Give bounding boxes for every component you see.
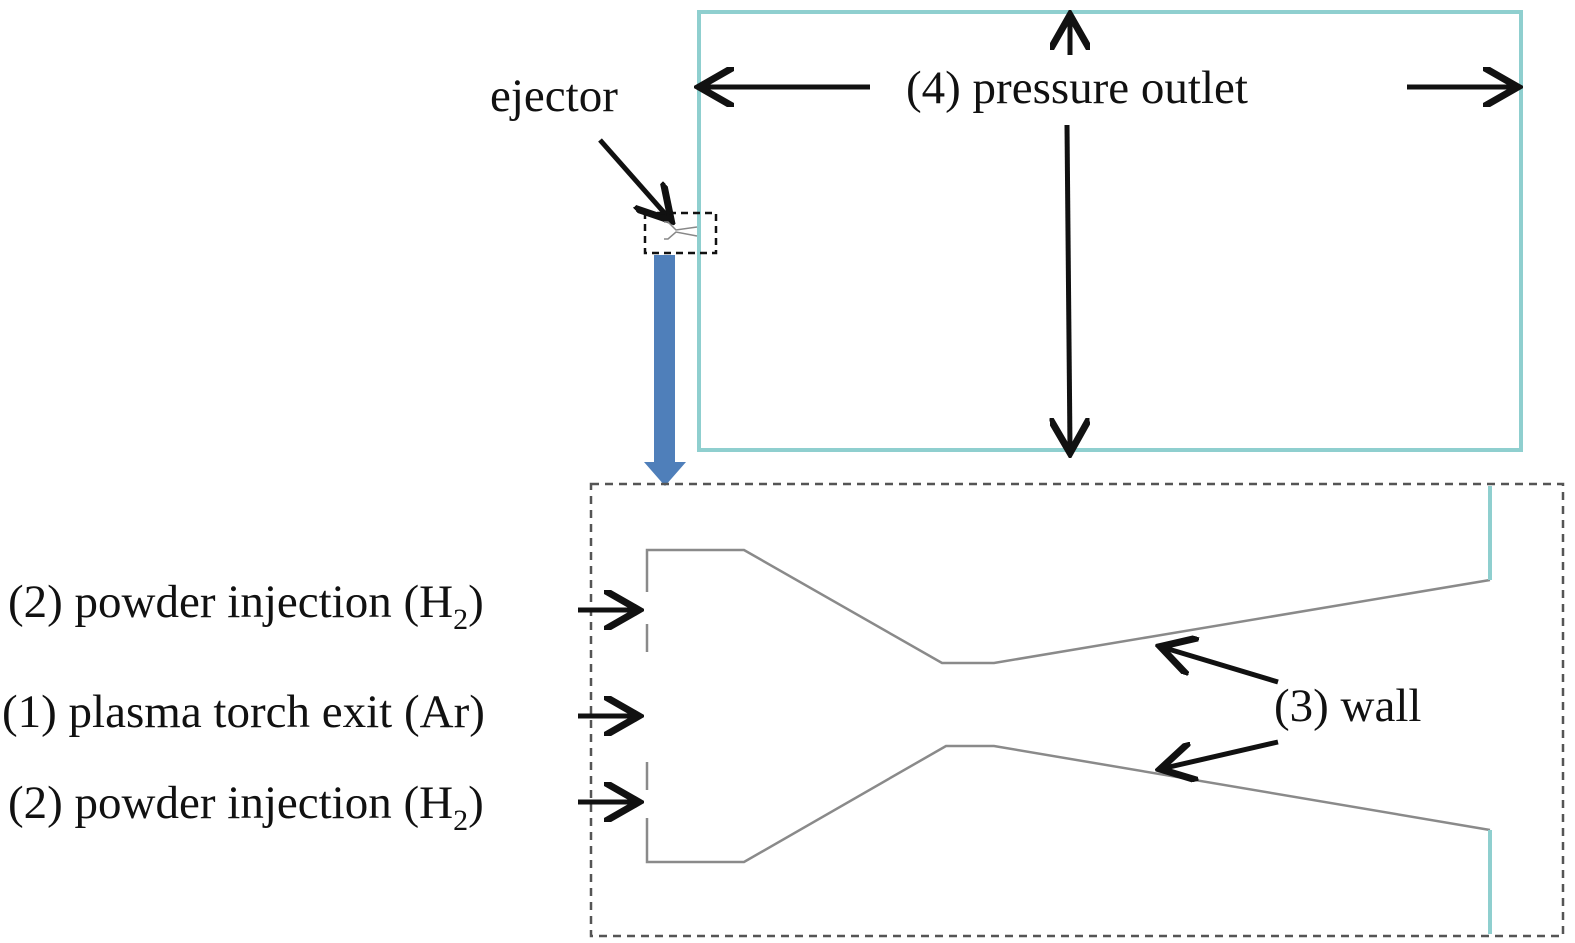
pressure-outlet-arrows xyxy=(704,20,1513,448)
ejector-label: ejector xyxy=(490,70,618,122)
ejector-walls xyxy=(645,548,1491,864)
wall-label: (3) wall xyxy=(1274,680,1421,732)
powder-injection-bottom-label: (2) powder injection (H2) xyxy=(8,777,484,837)
upper-wall xyxy=(645,548,1491,665)
arrow-down xyxy=(1067,124,1070,448)
arrow-wall-upper xyxy=(1165,648,1279,685)
ejector-zoom-box xyxy=(643,211,718,255)
zoom-arrow xyxy=(644,255,686,486)
wall-arrows xyxy=(1165,648,1279,768)
ejector-detail-box xyxy=(589,482,1565,938)
powder-injection-top-label: (2) powder injection (H2) xyxy=(8,576,484,636)
arrow-wall-lower xyxy=(1165,739,1279,768)
lower-wall xyxy=(645,744,1491,864)
pressure-outlet-boundary xyxy=(697,10,1523,452)
ejector-pointer-arrow xyxy=(598,138,668,217)
plasma-torch-exit-label: (1) plasma torch exit (Ar) xyxy=(2,686,485,738)
pressure-outlet-label: (4) pressure outlet xyxy=(906,62,1248,114)
ejector-thumbnail xyxy=(664,221,698,240)
inlet-arrows xyxy=(578,610,634,802)
